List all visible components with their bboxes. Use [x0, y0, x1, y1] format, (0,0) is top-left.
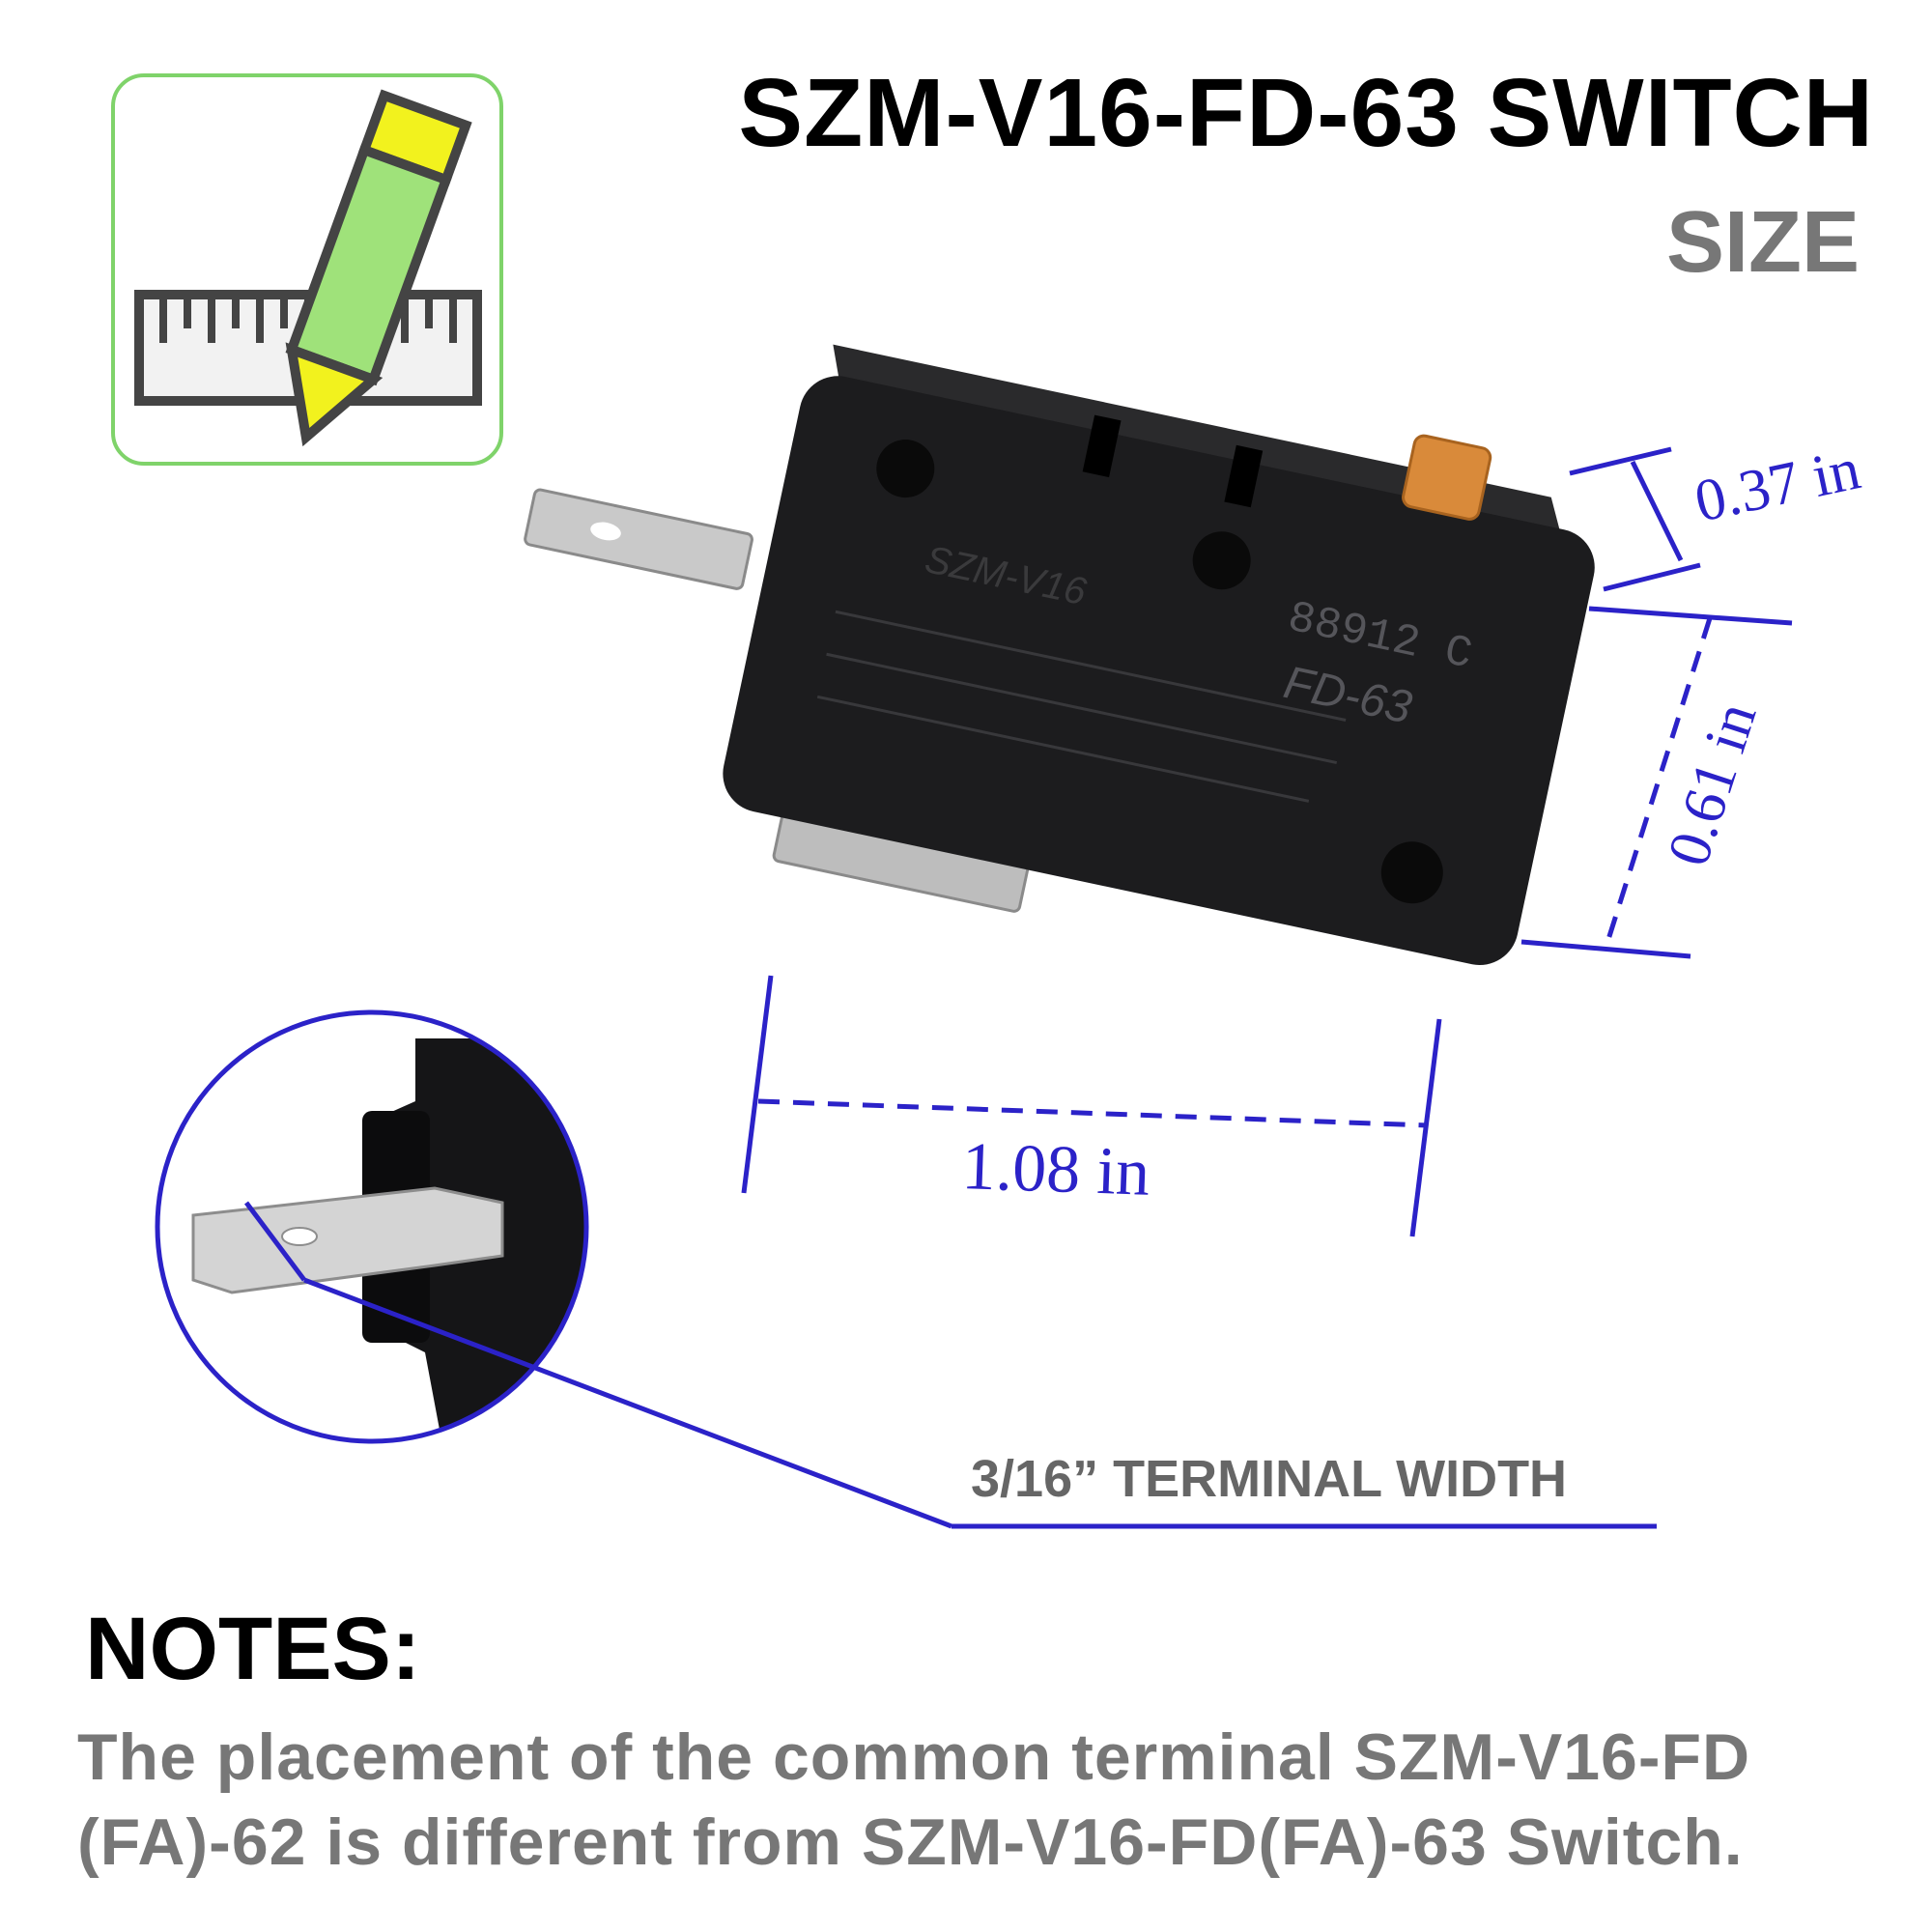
dimension-height-lines — [1569, 446, 1701, 592]
page-title: SZM-V16-FD-63 SWITCH — [738, 59, 1874, 167]
notes-line-1: The placement of the common terminal SZM… — [77, 1720, 1751, 1794]
ruler-pencil-graphic — [134, 89, 482, 447]
ruler-pencil-icon — [111, 73, 503, 466]
switch-body: SZM-V16 88912 C FD-63 — [524, 344, 1595, 966]
dimension-height-label: 0.37 in — [1690, 436, 1866, 534]
dimension-width-lines — [1520, 606, 1793, 959]
magnifier-circle — [155, 1009, 589, 1444]
dimension-length-label: 1.08 in — [960, 1129, 1151, 1210]
notes-line-2: (FA)-62 is different from SZM-V16-FD(FA)… — [77, 1805, 1744, 1879]
terminal-callout-leader — [244, 1201, 1657, 1529]
terminal-width-label: 3/16” TERMINAL WIDTH — [971, 1450, 1568, 1508]
dimension-width-label: 0.61 in — [1656, 696, 1770, 874]
page-subtitle: SIZE — [1665, 194, 1860, 291]
dimension-length-lines — [741, 975, 1442, 1237]
terminal-closeup — [157, 1012, 586, 1441]
notes-heading: NOTES: — [85, 1600, 421, 1698]
